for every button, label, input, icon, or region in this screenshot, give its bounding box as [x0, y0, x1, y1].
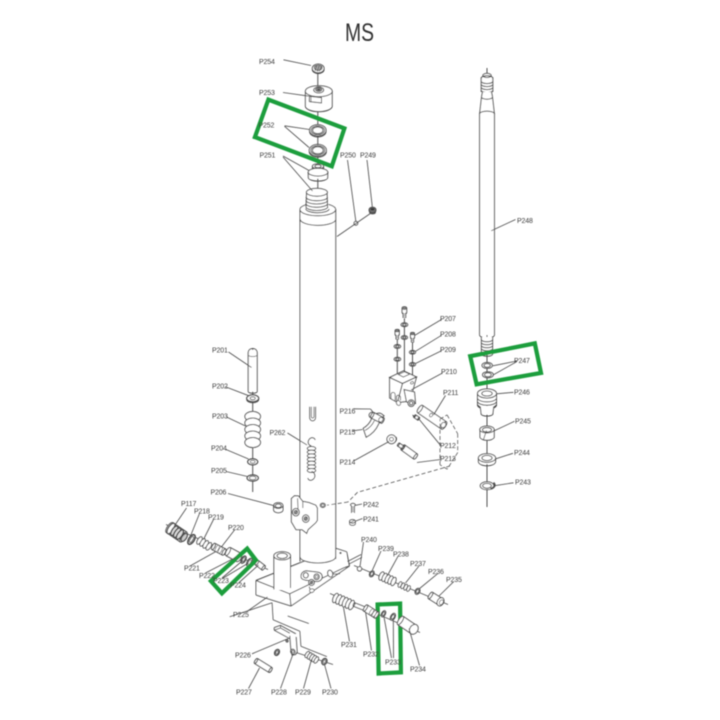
svg-text:P240: P240 — [361, 537, 377, 544]
svg-text:P262: P262 — [270, 430, 286, 437]
svg-text:P228: P228 — [271, 690, 287, 697]
svg-text:P213: P213 — [440, 456, 456, 463]
svg-text:P245: P245 — [515, 418, 531, 425]
svg-text:P222: P222 — [199, 573, 215, 580]
svg-text:P220: P220 — [228, 525, 244, 532]
svg-text:P233: P233 — [385, 659, 401, 666]
svg-text:P225: P225 — [233, 612, 249, 619]
svg-text:P250: P250 — [340, 153, 356, 160]
svg-text:P242: P242 — [363, 502, 379, 509]
svg-text:P237: P237 — [410, 561, 426, 568]
svg-text:P244: P244 — [514, 450, 530, 457]
svg-text:P229: P229 — [295, 690, 311, 697]
svg-text:MS: MS — [345, 19, 374, 47]
svg-text:P208: P208 — [440, 331, 456, 338]
svg-text:P253: P253 — [259, 90, 275, 97]
svg-text:P214: P214 — [340, 460, 356, 467]
svg-text:P252: P252 — [259, 122, 275, 129]
svg-text:P243: P243 — [515, 480, 531, 487]
svg-text:P249: P249 — [360, 153, 376, 160]
svg-text:P239: P239 — [378, 546, 394, 553]
svg-text:P205: P205 — [211, 468, 227, 475]
svg-text:P206: P206 — [211, 490, 227, 497]
svg-text:P201: P201 — [212, 348, 228, 355]
svg-text:P232: P232 — [363, 651, 379, 658]
svg-text:P204: P204 — [211, 446, 227, 453]
svg-text:P238: P238 — [393, 551, 409, 558]
svg-text:P211: P211 — [443, 390, 458, 397]
svg-text:P219: P219 — [208, 515, 224, 522]
svg-text:P210: P210 — [441, 369, 457, 376]
svg-text:P241: P241 — [363, 516, 379, 523]
svg-text:P203: P203 — [212, 414, 228, 421]
svg-text:P247: P247 — [514, 358, 530, 365]
svg-text:P248: P248 — [517, 218, 533, 225]
svg-text:P227: P227 — [236, 690, 252, 697]
svg-text:P246: P246 — [514, 389, 530, 396]
svg-text:P254: P254 — [259, 59, 275, 66]
svg-text:P236: P236 — [428, 569, 444, 576]
svg-text:P251: P251 — [260, 152, 276, 159]
svg-text:P207: P207 — [440, 316, 456, 323]
svg-text:P218: P218 — [194, 509, 210, 516]
svg-text:P209: P209 — [440, 347, 456, 354]
svg-text:P234: P234 — [410, 666, 426, 673]
svg-text:P226: P226 — [235, 652, 251, 659]
svg-text:P230: P230 — [322, 690, 338, 697]
svg-text:P223: P223 — [213, 578, 229, 585]
svg-text:P215: P215 — [340, 430, 356, 437]
svg-text:P235: P235 — [446, 577, 462, 584]
svg-text:P202: P202 — [212, 383, 228, 390]
svg-text:P231: P231 — [341, 642, 357, 649]
svg-text:P224: P224 — [230, 583, 246, 590]
svg-text:P212: P212 — [440, 443, 456, 450]
svg-text:P216: P216 — [340, 409, 356, 416]
svg-text:P221: P221 — [184, 566, 200, 573]
svg-text:P117: P117 — [181, 501, 196, 508]
